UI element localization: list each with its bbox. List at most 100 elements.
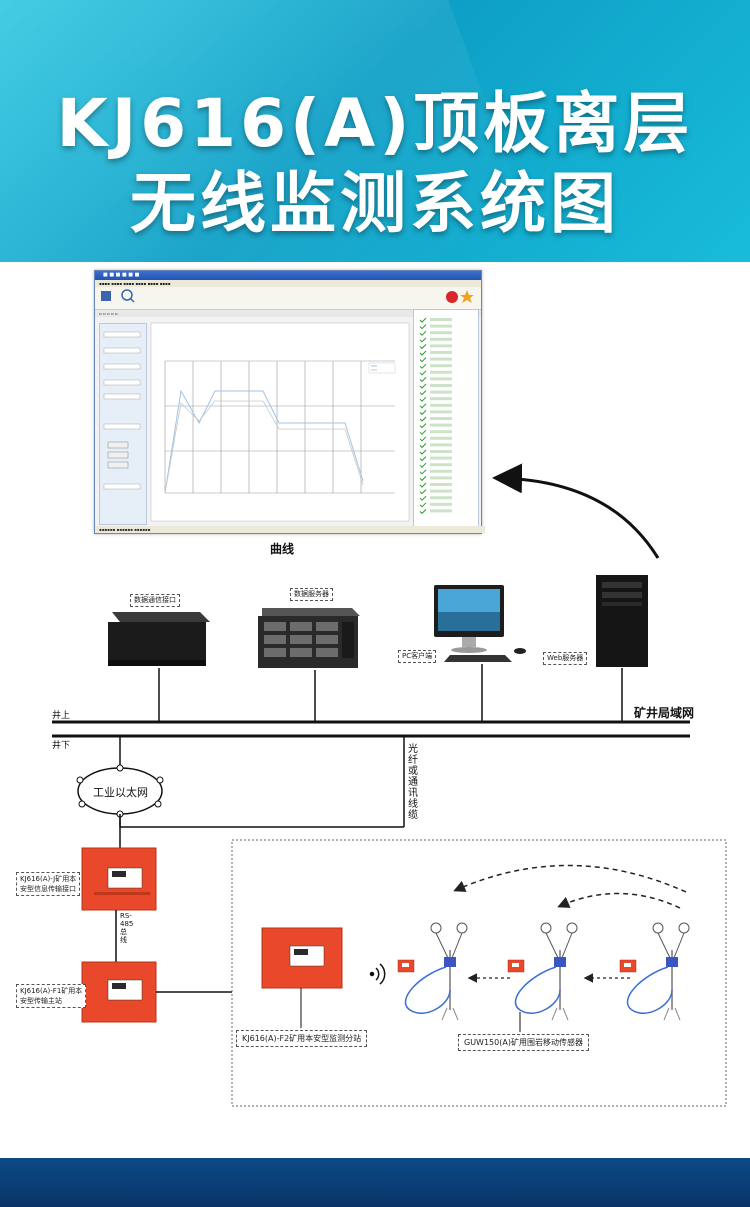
move-arrow-upper — [453, 864, 687, 893]
check-icon — [419, 396, 427, 402]
check-icon — [419, 377, 427, 383]
title-line-1: KJ616(A)顶板离层 — [56, 85, 694, 162]
list-row — [430, 463, 452, 467]
pc-label: PC客户端 — [398, 650, 437, 663]
check-icon — [419, 350, 427, 356]
rock-movement-sensor — [507, 922, 578, 1021]
list-row — [430, 430, 452, 434]
screenshot-statusbar: ▪▪▪▪▪▪ ▪▪▪▪▪▪ ▪▪▪▪▪▪ — [95, 526, 485, 533]
screenshot-curve-chart — [150, 322, 410, 522]
check-icon — [419, 443, 427, 449]
screenshot-menubar: ▪▪▪▪ ▪▪▪▪ ▪▪▪▪ ▪▪▪▪ ▪▪▪▪ ▪▪▪▪ — [95, 280, 481, 287]
info-interface-box — [81, 847, 157, 911]
list-row — [430, 476, 452, 480]
list-row — [430, 417, 452, 420]
check-icon — [419, 324, 427, 330]
check-icon — [419, 456, 427, 462]
web-server-tower — [596, 575, 648, 667]
screenshot-left-panel — [99, 323, 147, 525]
list-row — [430, 483, 452, 486]
check-icon — [419, 436, 427, 442]
toolbar-search-icon — [121, 289, 133, 301]
check-icon — [419, 502, 427, 508]
screenshot-toolbar — [95, 287, 481, 310]
list-row — [430, 456, 452, 460]
check-icon — [419, 317, 427, 323]
check-icon — [419, 509, 427, 515]
list-row — [430, 370, 452, 374]
curve-caption: 曲线 — [270, 542, 295, 556]
move-arrow-lower — [557, 892, 681, 909]
check-icon — [419, 330, 427, 336]
list-row — [430, 443, 452, 447]
below-ground-label: 井下 — [52, 741, 71, 751]
main-station-label: KJ616(A)-F1矿用本 安型传输主站 — [16, 984, 87, 1008]
above-ground-label: 井上 — [52, 711, 71, 721]
check-icon — [419, 462, 427, 468]
curve-arrow — [492, 463, 660, 559]
list-row — [430, 344, 452, 348]
check-icon — [419, 337, 427, 343]
list-row — [430, 337, 452, 341]
toolbar-star-icon — [460, 290, 474, 303]
list-row — [430, 410, 452, 414]
list-row — [430, 489, 452, 493]
check-icon — [419, 423, 427, 429]
screenshot-right-list — [413, 309, 479, 529]
check-icon — [419, 495, 427, 501]
check-icon — [419, 416, 427, 422]
list-row — [430, 509, 452, 513]
web-label: Web服务器 — [543, 652, 588, 665]
check-icon — [419, 390, 427, 396]
rock-movement-sensor — [619, 922, 690, 1021]
list-row — [430, 318, 452, 321]
data-server — [258, 608, 360, 668]
check-icon — [419, 383, 427, 389]
list-row — [430, 377, 452, 381]
footer-bar — [0, 1158, 750, 1207]
rock-movement-sensor — [397, 922, 468, 1021]
data-interface-server — [108, 612, 210, 666]
check-icon — [419, 489, 427, 495]
check-icon — [419, 410, 427, 416]
check-icon — [419, 344, 427, 350]
lan-label: 矿井局域网 — [634, 706, 695, 720]
list-row — [430, 384, 452, 387]
check-icon — [419, 363, 427, 369]
substation-label: KJ616(A)-F2矿用本安型监测分站 — [236, 1030, 368, 1047]
screenshot-tabs: ▫ ▫ ▫ ▫ ▫ — [95, 310, 481, 317]
list-row — [430, 403, 452, 407]
server1-label: 数据通信接口 — [130, 594, 180, 607]
check-icon — [419, 469, 427, 475]
substation-box — [261, 927, 343, 989]
title-line-2: 无线监测系统图 — [130, 165, 620, 242]
list-row — [430, 436, 452, 440]
fiber-label: 光纤或通讯线缆 — [408, 744, 418, 821]
check-icon — [419, 429, 427, 435]
list-row — [430, 331, 452, 335]
ethernet-label: 工业以太网 — [93, 786, 148, 799]
list-row — [430, 351, 452, 354]
software-screenshot: ■ ■ ■ ■ ■ ■ ▪▪▪▪ ▪▪▪▪ ▪▪▪▪ ▪▪▪▪ ▪▪▪▪ ▪▪▪… — [94, 270, 485, 534]
check-icon — [419, 357, 427, 363]
list-row — [430, 423, 452, 427]
pc-client — [434, 585, 526, 662]
rs485-label: RS-485总线 — [120, 912, 134, 944]
wireless-signal-icon — [369, 963, 386, 985]
check-icon — [419, 370, 427, 376]
list-row — [430, 496, 452, 500]
server2-label: 数据服务器 — [290, 588, 333, 601]
list-row — [430, 397, 452, 401]
list-row — [430, 364, 452, 368]
list-row — [430, 390, 452, 394]
check-icon — [419, 449, 427, 455]
list-row — [430, 450, 452, 453]
main-station-box — [81, 961, 157, 1023]
list-row — [430, 324, 452, 328]
check-icon — [419, 403, 427, 409]
sensor-label: GUW150(A)矿用围岩移动传感器 — [458, 1034, 589, 1051]
list-row — [430, 469, 452, 473]
check-icon — [419, 482, 427, 488]
toolbar-users-icon — [101, 291, 111, 301]
